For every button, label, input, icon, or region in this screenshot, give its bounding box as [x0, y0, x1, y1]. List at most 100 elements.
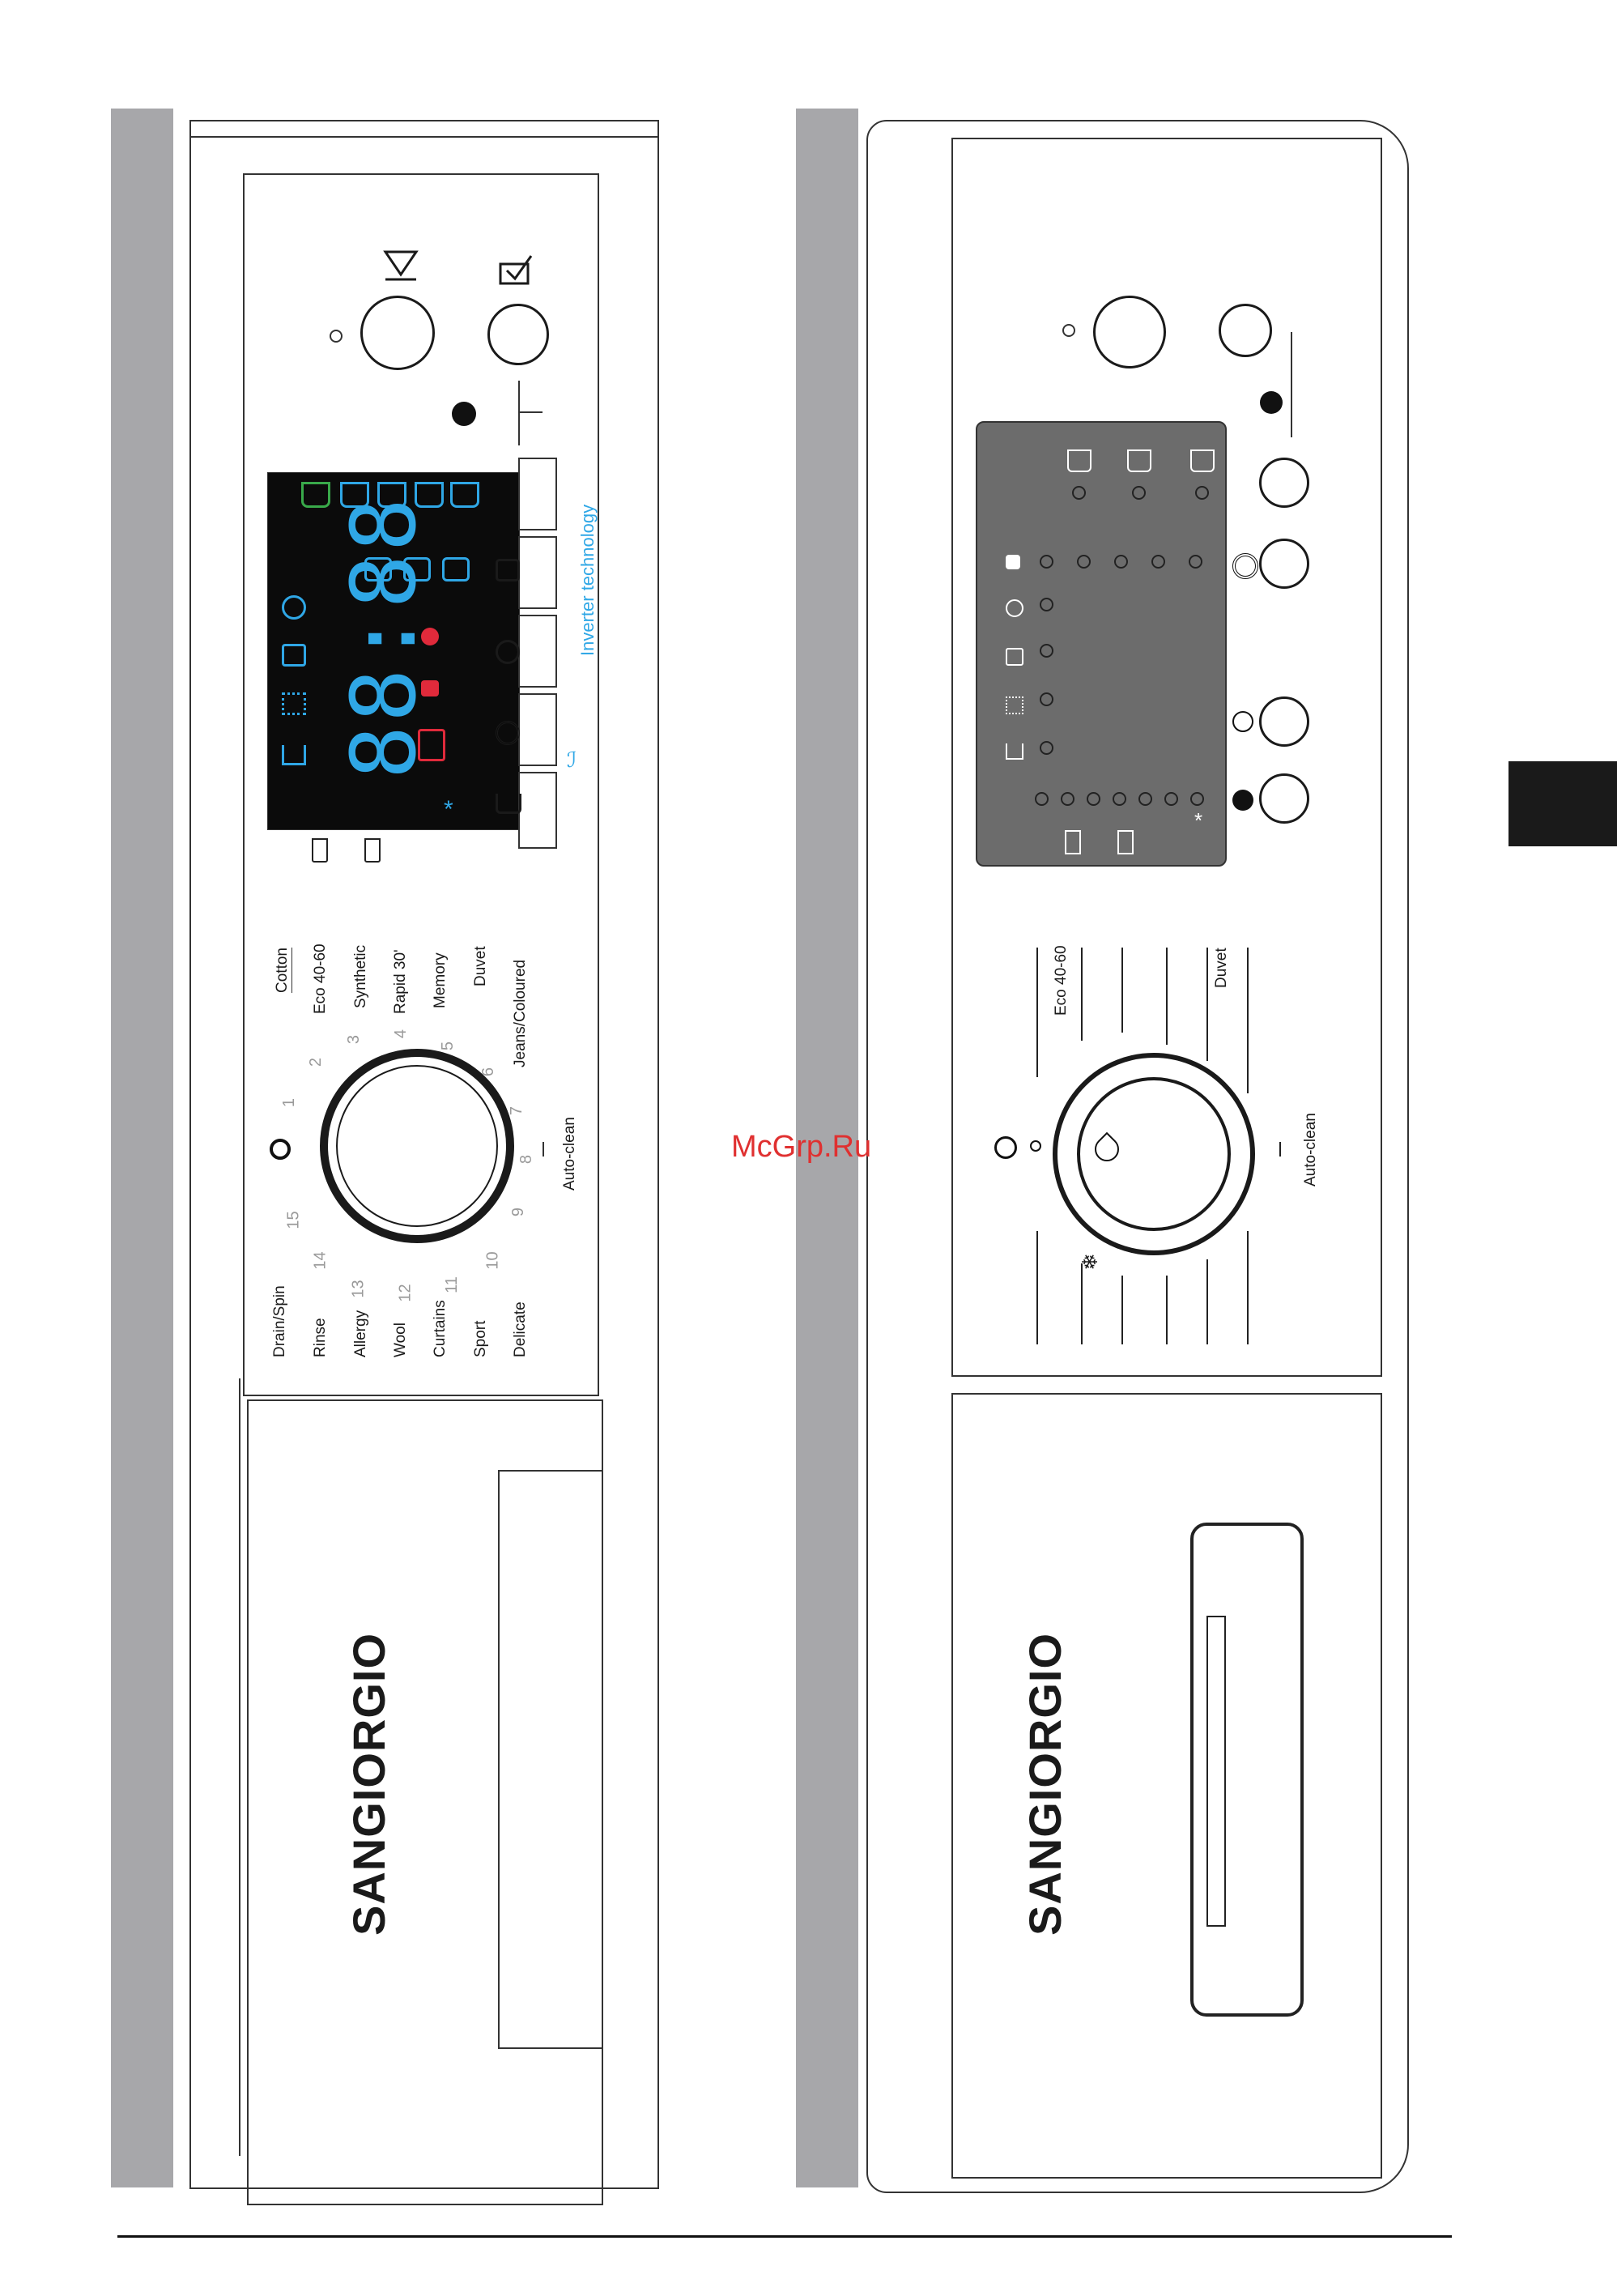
right-stain-button[interactable]: [1259, 773, 1309, 824]
play-pause-icon: [381, 247, 421, 283]
right-program-line-11: [1206, 1259, 1208, 1344]
lcd-marker-2: [364, 838, 381, 863]
dial-number-5: 5: [439, 1042, 457, 1050]
right-program-line-5: [1206, 948, 1208, 1061]
spin-option-icon: [496, 721, 520, 745]
time-option-icon: [496, 640, 520, 664]
program-allergy[interactable]: Allergy: [352, 1310, 370, 1357]
left-panel-divider: [239, 1378, 240, 2156]
right-drawer: [951, 1393, 1382, 2179]
program-delicate[interactable]: Delicate: [512, 1301, 530, 1357]
program-rinse[interactable]: Rinse: [312, 1318, 330, 1357]
led-row-1: [1077, 555, 1091, 569]
dial-number-1: 1: [280, 1098, 299, 1107]
lcd-steam-icon: [282, 644, 306, 667]
temperature-option-icon: [496, 559, 520, 581]
led-bottom-1: [1035, 792, 1049, 806]
dial-number-12: 12: [397, 1284, 415, 1301]
lcd-wash-icon-4: [450, 482, 479, 508]
dial-number-13: 13: [350, 1280, 368, 1297]
program-eco[interactable]: Eco 40-60: [312, 944, 330, 1014]
left-panel-inner-line: [189, 136, 659, 138]
led-col-4: [1040, 741, 1053, 755]
dial-number-2: 2: [307, 1058, 326, 1067]
right-start-indicator: [1062, 324, 1075, 337]
right-auto-clean-tick: [1279, 1142, 1281, 1157]
display-snowflake-icon: *: [1194, 810, 1202, 831]
right-dial-indicator: [994, 1136, 1017, 1159]
auto-clean-tick: [543, 1142, 544, 1157]
lcd-snowflake-icon: *: [444, 798, 453, 822]
lcd-rinse-icon: [301, 482, 330, 508]
lcd-temp-icon-1: [364, 557, 392, 581]
right-program-eco[interactable]: Eco 40-60: [1053, 945, 1070, 1016]
program-sport[interactable]: Sport: [472, 1321, 490, 1357]
lock-bracket: [518, 381, 544, 445]
right-temp-button[interactable]: [1259, 458, 1309, 508]
option-button[interactable]: [487, 304, 549, 365]
program-duvet[interactable]: Duvet: [472, 946, 490, 986]
right-program-line-2: [1081, 948, 1083, 1041]
program-drain-spin[interactable]: Drain/Spin: [271, 1285, 289, 1357]
lcd-temp-icon-2: [403, 557, 431, 581]
right-program-duvet[interactable]: Duvet: [1213, 948, 1231, 988]
right-stain-indicator-icon: [1232, 790, 1253, 811]
inverter-leaf-icon: ℐ: [567, 749, 577, 770]
lcd-child-red-icon: [418, 729, 445, 761]
program-cotton[interactable]: Cotton: [274, 948, 292, 993]
start-pause-indicator: [330, 330, 343, 343]
right-program-line-9: [1121, 1276, 1123, 1344]
option-square-4[interactable]: [518, 693, 557, 766]
led-bottom-3: [1087, 792, 1100, 806]
inverter-label: Inverter technology: [577, 505, 598, 656]
option-square-5[interactable]: [518, 772, 557, 849]
right-program-line-7: [1036, 1231, 1038, 1344]
led-bottom-5: [1138, 792, 1152, 806]
program-dial-knob[interactable]: [336, 1065, 498, 1227]
program-synthetic[interactable]: Synthetic: [352, 945, 370, 1008]
right-time-button[interactable]: [1259, 696, 1309, 747]
led-top-2: [1132, 486, 1146, 500]
display-lock-icon: [1006, 555, 1020, 569]
right-bracket: [1279, 332, 1292, 437]
right-option-button[interactable]: [1219, 304, 1272, 357]
lcd-wash-icon-1: [340, 482, 369, 508]
led-bottom-6: [1164, 792, 1178, 806]
right-program-line-12: [1247, 1231, 1249, 1344]
dial-number-14: 14: [312, 1251, 330, 1269]
dial-indicator-dot: [270, 1139, 291, 1160]
right-auto-clean-label: Auto-clean: [1302, 1113, 1320, 1186]
program-memory[interactable]: Memory: [432, 952, 449, 1008]
lock-bracket-tick: [518, 411, 543, 413]
right-program-line-1: [1036, 948, 1038, 1077]
right-time-icon: [1232, 711, 1253, 732]
program-curtains[interactable]: Curtains: [432, 1300, 449, 1357]
lcd-lock-red-icon: [421, 628, 439, 645]
lcd-spin-icon: [282, 595, 306, 620]
lcd-wash-icon-3: [415, 482, 444, 508]
program-jeans-coloured[interactable]: Jeans/Coloured: [512, 960, 530, 1067]
led-col-1: [1040, 598, 1053, 611]
dial-number-7: 7: [508, 1106, 526, 1115]
dial-number-15: 15: [285, 1211, 304, 1229]
right-program-line-3: [1121, 948, 1123, 1033]
right-spin-button[interactable]: [1259, 539, 1309, 589]
right-program-line-8: [1081, 1263, 1083, 1344]
option-square-2[interactable]: [518, 536, 557, 609]
child-lock-icon: [452, 402, 476, 426]
display-marker-2: [1117, 830, 1134, 854]
right-program-line-6: [1247, 948, 1249, 1093]
led-col-2: [1040, 644, 1053, 658]
program-wool[interactable]: Wool: [392, 1323, 410, 1357]
start-pause-button[interactable]: [360, 296, 435, 370]
option-square-3[interactable]: [518, 615, 557, 688]
option-square-1[interactable]: [518, 458, 557, 530]
program-rapid[interactable]: Rapid 30': [392, 949, 410, 1014]
right-program-line-10: [1166, 1276, 1168, 1344]
dial-number-3: 3: [345, 1035, 364, 1044]
brand-logo-right: SANGIORGIO: [1019, 1633, 1071, 1936]
display-drain-icon: [1006, 743, 1023, 760]
left-drawer-handle[interactable]: [498, 1470, 603, 2049]
dial-number-10: 10: [484, 1251, 503, 1269]
right-start-button[interactable]: [1093, 296, 1166, 368]
